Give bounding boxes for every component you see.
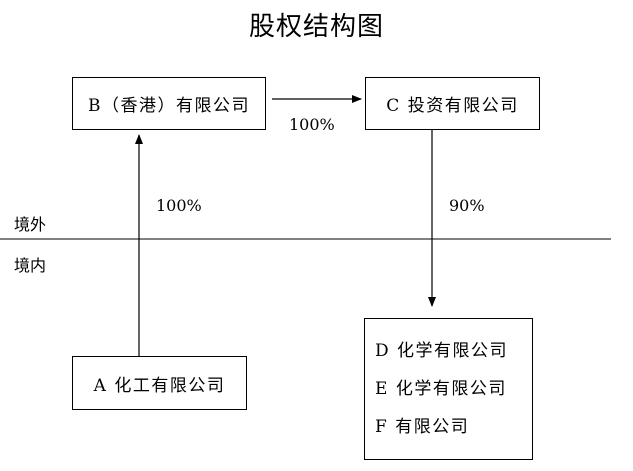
ownership-label-b-to-c: 100% [289, 115, 335, 134]
entity-label-b: B（香港）有限公司 [88, 96, 250, 116]
entity-box-b: B（香港）有限公司 [72, 77, 266, 130]
entity-box-c: C 投资有限公司 [365, 77, 540, 130]
entity-label-c: C 投资有限公司 [386, 96, 519, 116]
ownership-label-a-to-b: 100% [156, 196, 202, 215]
entity-label-f: F 有限公司 [375, 417, 470, 437]
region-label-offshore: 境外 [14, 215, 47, 234]
entity-label-e: E 化学有限公司 [375, 379, 507, 399]
entity-label-a: A 化工有限公司 [93, 375, 226, 396]
entity-label-d: D 化学有限公司 [375, 341, 509, 361]
ownership-label-c-to-def: 90% [449, 196, 485, 215]
entity-box-a: A 化工有限公司 [72, 356, 247, 410]
entity-box-def: D 化学有限公司 E 化学有限公司 F 有限公司 [364, 318, 533, 460]
region-label-onshore: 境内 [14, 256, 47, 275]
diagram-title: 股权结构图 [248, 12, 384, 42]
